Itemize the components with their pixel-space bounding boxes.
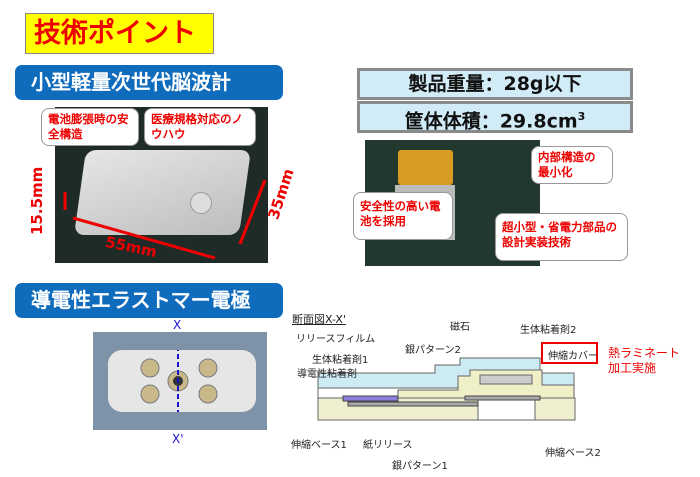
dimension-arrows (63, 180, 267, 260)
axis-x-bottom: X' (172, 432, 184, 446)
section-heading-electrode: 導電性エラストマー電極 (15, 283, 283, 318)
spec-volume-text: 筐体体積：29.8cm (404, 110, 578, 133)
label-paper-release: 紙リリース (363, 440, 413, 451)
axis-x-top: X (173, 318, 182, 332)
callout-internal-structure: 内部構造の最小化 (531, 146, 613, 184)
dim-height: 15.5mm (28, 166, 46, 235)
device-button-icon (190, 192, 212, 214)
callout-battery-safety: 電池膨張時の安全構造 (41, 108, 139, 146)
callout-safe-battery: 安全性の高い電池を採用 (353, 192, 453, 240)
label-bio-adhesive-1: 生体粘着剤1 (312, 355, 369, 366)
note-heat-lamination: 熱ラミネート加工実施 (608, 346, 681, 375)
page-title: 技術ポイント (25, 13, 214, 54)
electrode-pads (140, 350, 218, 412)
label-stretch-cover: 伸縮カバー (548, 351, 598, 362)
spec-volume-sup: 3 (577, 110, 586, 123)
cross-section-diagram (317, 342, 598, 421)
label-magnet: 磁石 (450, 322, 470, 333)
callout-compact-parts: 超小型・省電力部品の設計実装技術 (495, 213, 628, 261)
label-stretch-base-2: 伸縮ベース2 (545, 448, 601, 459)
battery (398, 150, 453, 185)
callout-medical-standard: 医療規格対応のノウハウ (144, 108, 256, 146)
label-conductive-adhesive: 導電性粘着剤 (297, 369, 357, 380)
cross-section-title: 断面図X-X' (292, 313, 346, 326)
label-stretch-base-1: 伸縮ベース1 (291, 440, 347, 451)
label-silver-pattern-2: 銀パターン2 (405, 345, 461, 356)
spec-weight: 製品重量：28g以下 (357, 68, 633, 100)
spec-volume: 筐体体積：29.8cm3 (357, 101, 633, 133)
section-heading-eeg: 小型軽量次世代脳波計 (15, 65, 283, 100)
label-silver-pattern-1: 銀パターン1 (392, 461, 448, 472)
label-bio-adhesive-2: 生体粘着剤2 (520, 325, 577, 336)
label-release-film: リリースフィルム (296, 334, 376, 345)
